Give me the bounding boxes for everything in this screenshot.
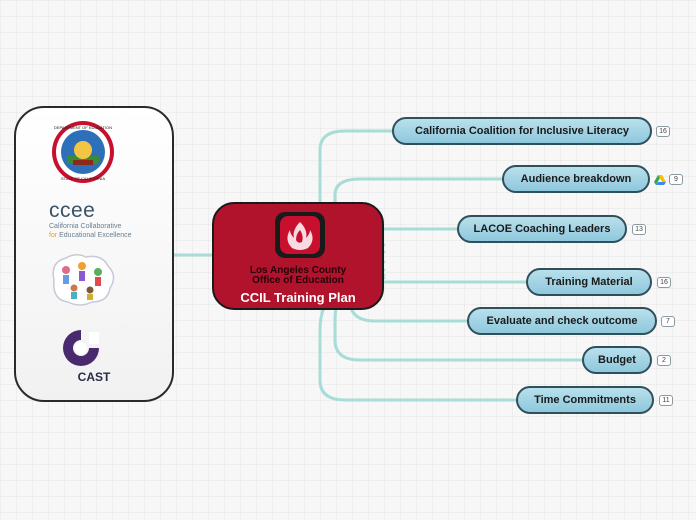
cast-wordmark: CAST	[77, 370, 111, 384]
flame-icon	[287, 222, 313, 250]
branch-label: LACOE Coaching Leaders	[473, 223, 611, 235]
branch-time-commitments[interactable]: Time Commitments	[516, 386, 654, 414]
ccee-tagline-rest: Educational Excellence	[59, 232, 132, 239]
branch-label: Budget	[598, 354, 636, 366]
branch-label: Time Commitments	[534, 394, 636, 406]
branch-california-coalition[interactable]: California Coalition for Inclusive Liter…	[392, 117, 652, 145]
branch-count-badge[interactable]: 13	[632, 224, 646, 235]
seal-text-bottom: STATE OF CALIFORNIA	[61, 176, 105, 181]
central-org-line2: Office of Education	[252, 275, 344, 286]
branch-count-badge[interactable]: 7	[661, 316, 675, 327]
cast-logo-mark	[63, 330, 99, 366]
branch-audience-breakdown[interactable]: Audience breakdown	[502, 165, 650, 193]
central-org-line1: Los Angeles County	[249, 265, 347, 276]
branch-count-badge[interactable]: 2	[657, 355, 671, 366]
branch-count-badge[interactable]: 11	[659, 395, 673, 406]
branch-count-badge[interactable]: 16	[657, 277, 671, 288]
branch-label: Audience breakdown	[520, 173, 632, 185]
central-org-name: Los Angeles County Office of Education	[214, 266, 382, 286]
ccee-logo: ccee California Collaborative for Educat…	[49, 200, 159, 240]
branch-label: Evaluate and check outcome	[486, 315, 638, 327]
logo-panel: DEPARTMENT OF EDUCATION STATE OF CALIFOR…	[14, 106, 174, 402]
google-drive-icon[interactable]	[654, 174, 666, 186]
inclusive-brain-illustration	[52, 254, 115, 306]
branch-evaluate-outcome[interactable]: Evaluate and check outcome	[467, 307, 657, 335]
ca-department-of-education-seal: DEPARTMENT OF EDUCATION STATE OF CALIFOR…	[52, 121, 114, 183]
branch-label: Training Material	[545, 276, 633, 288]
ccee-tagline-prefix: for	[49, 232, 58, 239]
branch-count-badge[interactable]: 16	[656, 126, 670, 137]
branch-count-badge[interactable]: 9	[669, 174, 683, 185]
central-title: CCIL Training Plan	[240, 290, 356, 305]
ccee-tagline-2: for Educational Excellence	[49, 231, 159, 240]
lacoe-emblem	[275, 212, 325, 258]
branch-training-material[interactable]: Training Material	[526, 268, 652, 296]
ccee-tagline-1: California Collaborative	[49, 223, 122, 230]
branch-label: California Coalition for Inclusive Liter…	[415, 125, 629, 137]
central-topic[interactable]: Los Angeles County Office of Education C…	[212, 202, 384, 310]
seal-text-top: DEPARTMENT OF EDUCATION	[54, 125, 112, 130]
ccee-wordmark: ccee	[49, 199, 96, 222]
branch-lacoe-coaching-leaders[interactable]: LACOE Coaching Leaders	[457, 215, 627, 243]
branch-budget[interactable]: Budget	[582, 346, 652, 374]
